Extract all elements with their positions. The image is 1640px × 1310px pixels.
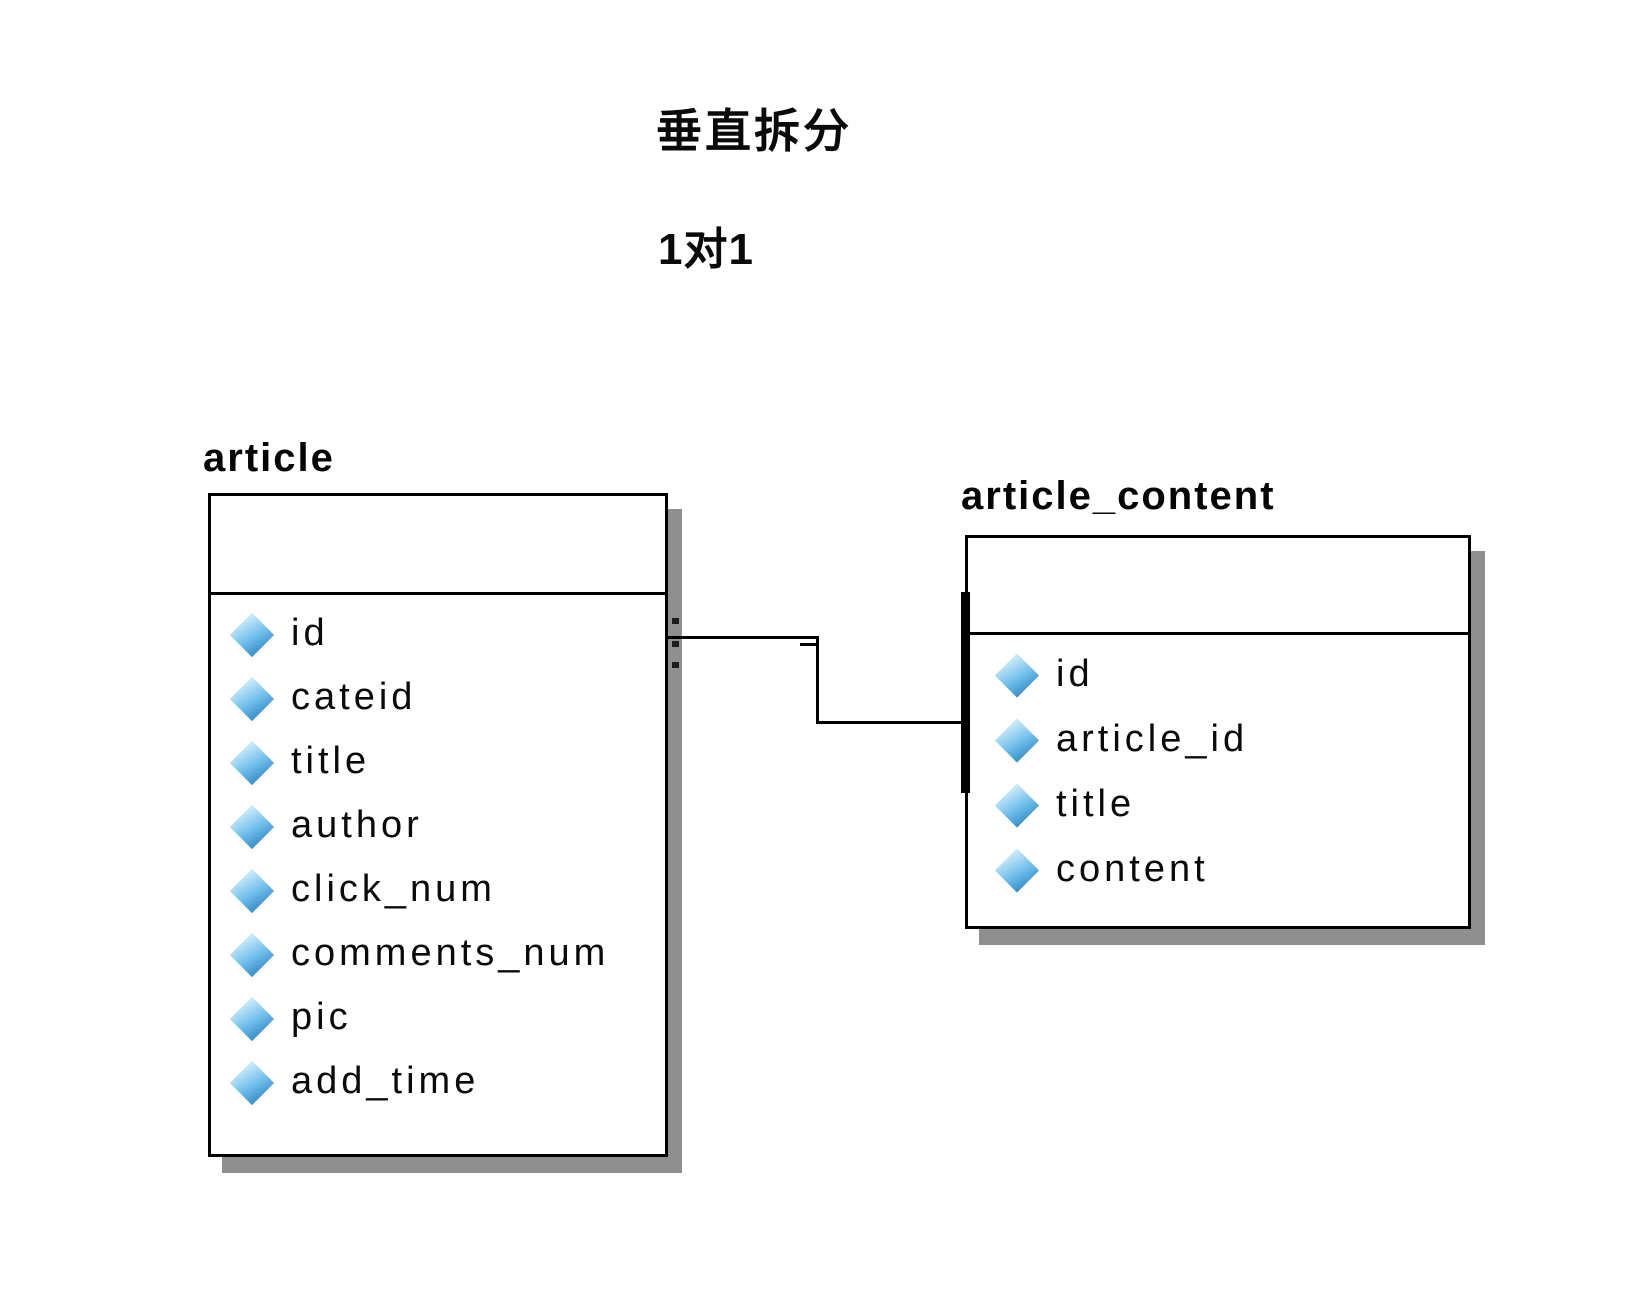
connector-tick-icon: [672, 662, 679, 668]
column-diamond-icon: [994, 783, 1040, 828]
field-row: content: [968, 838, 1468, 903]
field-row: title: [968, 773, 1468, 838]
table-name-article: article: [203, 436, 335, 480]
column-diamond-icon: [229, 612, 275, 658]
field-label: author: [291, 804, 423, 846]
diagram-title: 垂直拆分: [656, 105, 852, 157]
table-article-content: id article_id title content: [965, 535, 1471, 929]
column-diamond-icon: [229, 868, 275, 914]
connector-line-segment: [668, 636, 818, 639]
field-label: content: [1056, 847, 1209, 890]
field-label: click_num: [291, 868, 496, 910]
connector-anchor-bar: [961, 592, 970, 793]
field-label: comments_num: [291, 932, 610, 974]
field-label: cateid: [291, 676, 417, 718]
table-header-compartment: [968, 538, 1468, 635]
field-row: article_id: [968, 708, 1468, 773]
field-label: id: [1056, 652, 1094, 695]
relationship-cardinality-label: 1对1: [658, 225, 754, 274]
table-name-article-content: article_content: [961, 474, 1276, 518]
field-label: article_id: [1056, 717, 1249, 760]
field-row: cateid: [211, 667, 665, 731]
field-list-article-content: id article_id title content: [968, 635, 1468, 903]
connector-tick-icon: [672, 641, 679, 647]
table-article: id cateid title author click_num: [208, 493, 668, 1157]
field-label: title: [291, 740, 371, 782]
column-diamond-icon: [229, 996, 275, 1042]
field-row: author: [211, 795, 665, 859]
field-label: title: [1056, 782, 1136, 825]
field-list-article: id cateid title author click_num: [211, 595, 665, 1115]
field-row: pic: [211, 987, 665, 1051]
connector-tick-icon: [672, 618, 679, 624]
field-row: add_time: [211, 1051, 665, 1115]
column-diamond-icon: [229, 676, 275, 722]
column-diamond-icon: [994, 848, 1040, 893]
column-diamond-icon: [994, 653, 1040, 698]
column-diamond-icon: [229, 804, 275, 850]
table-header-compartment: [211, 496, 665, 595]
connector-line-segment: [800, 643, 818, 646]
column-diamond-icon: [229, 932, 275, 978]
column-diamond-icon: [994, 718, 1040, 763]
field-label: pic: [291, 996, 352, 1038]
field-label: add_time: [291, 1060, 480, 1102]
field-row: id: [968, 643, 1468, 708]
field-row: title: [211, 731, 665, 795]
field-row: click_num: [211, 859, 665, 923]
field-label: id: [291, 612, 329, 654]
connector-line-segment: [816, 636, 819, 724]
field-row: comments_num: [211, 923, 665, 987]
connector-line-segment: [816, 721, 962, 724]
column-diamond-icon: [229, 740, 275, 786]
field-row: id: [211, 603, 665, 667]
column-diamond-icon: [229, 1060, 275, 1106]
